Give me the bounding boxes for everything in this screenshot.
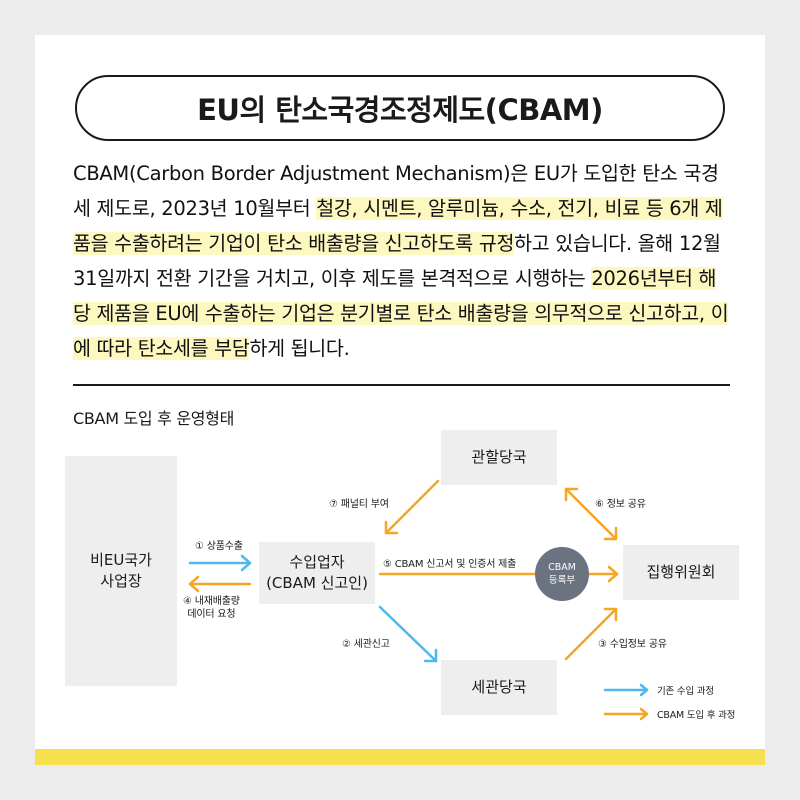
step-4-line: 데이터 요청 bbox=[187, 609, 236, 620]
authority-box: 관할당국 bbox=[441, 430, 557, 485]
bottom-accent-bar bbox=[35, 749, 765, 765]
legend-cbam-arrow bbox=[603, 707, 649, 721]
title-pill: EU의 탄소국경조정제도(CBAM) bbox=[75, 75, 725, 141]
step-1-label: ① 상품수출 bbox=[195, 541, 243, 552]
step-4-label: ④ 내재배출량 데이터 요청 bbox=[183, 595, 240, 621]
customs-box: 세관당국 bbox=[441, 660, 557, 715]
paragraph-segment: 하고 있습니다. 올해 12월 31일까지 전환 기간을 거치고, 이후 제도를… bbox=[73, 232, 721, 290]
box-label: (CBAM 신고인) bbox=[266, 574, 368, 592]
divider bbox=[73, 384, 730, 386]
box-label: 세관당국 bbox=[471, 678, 527, 696]
step-6-label: ⑥ 정보 공유 bbox=[595, 499, 646, 510]
arrow-customs-declaration bbox=[378, 605, 438, 663]
box-label: 관할당국 bbox=[471, 448, 527, 466]
legend-existing-arrow bbox=[603, 683, 649, 697]
arrow-cbam-submit bbox=[378, 565, 619, 583]
paragraph-segment: CBAM(Carbon Border Adjustment Mechanism)… bbox=[73, 162, 719, 220]
description-paragraph: CBAM(Carbon Border Adjustment Mechanism)… bbox=[73, 156, 733, 366]
registry-label: CBAM bbox=[548, 562, 576, 573]
legend-cbam-label: CBAM 도입 후 과정 bbox=[657, 710, 736, 721]
box-label: 집행위원회 bbox=[646, 563, 716, 581]
infographic-card: EU의 탄소국경조정제도(CBAM) CBAM(Carbon Border Ad… bbox=[35, 35, 765, 765]
arrow-info-share bbox=[564, 487, 618, 541]
box-label: 사업장 bbox=[100, 572, 142, 590]
diagram-label: CBAM 도입 후 운영형태 bbox=[73, 409, 234, 428]
step-2-label: ② 세관신고 bbox=[342, 639, 390, 650]
step-3-label: ③ 수입정보 공유 bbox=[598, 639, 667, 650]
arrow-data-request bbox=[188, 575, 252, 593]
importer-box: 수입업자 (CBAM 신고인) bbox=[259, 542, 375, 604]
step-4-line: ④ 내재배출량 bbox=[183, 596, 240, 607]
paragraph-segment: 하게 됩니다. bbox=[249, 337, 350, 360]
box-label: 수입업자 bbox=[289, 553, 345, 571]
page-title: EU의 탄소국경조정제도(CBAM) bbox=[197, 93, 603, 127]
cbam-registry-circle: CBAM 등록부 bbox=[535, 547, 589, 601]
registry-label: 등록부 bbox=[548, 575, 576, 586]
arrow-import-info bbox=[564, 607, 618, 661]
non-eu-business-box: 비EU국가 사업장 bbox=[65, 456, 177, 686]
box-label: 비EU국가 bbox=[90, 551, 152, 569]
legend-existing-label: 기존 수입 과정 bbox=[657, 686, 714, 697]
step-5-label: ⑤ CBAM 신고서 및 인증서 제출 bbox=[383, 559, 517, 570]
arrow-penalty bbox=[384, 479, 440, 535]
commission-box: 집행위원회 bbox=[623, 545, 739, 600]
arrow-export bbox=[188, 554, 252, 572]
step-7-label: ⑦ 패널티 부여 bbox=[329, 499, 389, 510]
diagram-arrows bbox=[188, 479, 649, 721]
